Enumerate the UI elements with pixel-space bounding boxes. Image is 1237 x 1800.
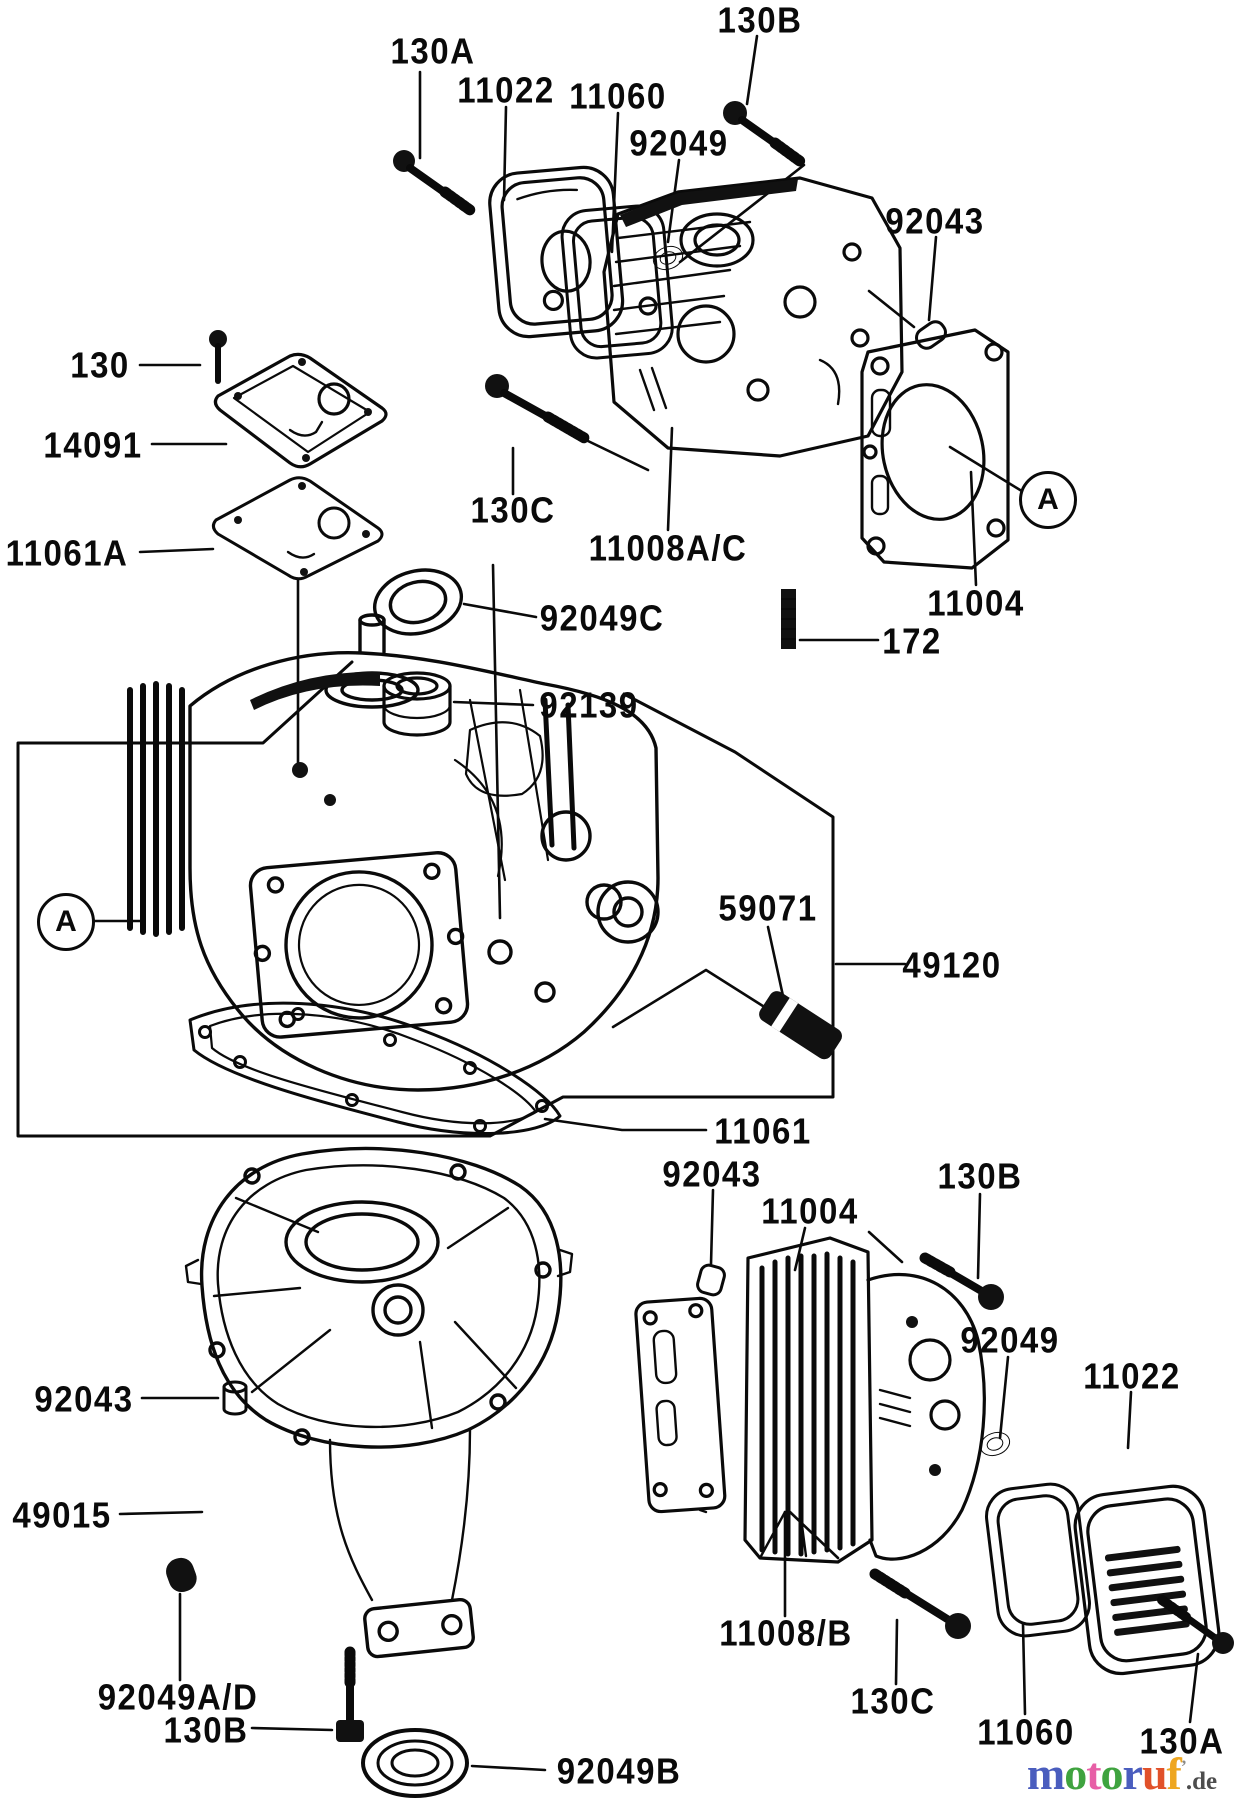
part-label-11022-top[interactable]: 11022 <box>457 69 555 111</box>
part-label-92049-top[interactable]: 92049 <box>629 122 729 164</box>
wm-letter: o <box>1064 1748 1087 1799</box>
bolt-130b-mid <box>919 1252 1004 1310</box>
gasket-11004-top <box>860 328 1010 570</box>
part-label-130c-bottom[interactable]: 130C <box>850 1680 936 1722</box>
gasket-11060-bottom <box>985 1482 1091 1638</box>
seal-92049c <box>372 568 464 636</box>
view-callout-a-left: A <box>37 893 95 951</box>
seal-92049b <box>361 1728 469 1798</box>
part-label-92043-mid[interactable]: 92043 <box>662 1153 762 1195</box>
cylinder-crankcase-49120 <box>127 613 660 1092</box>
wm-letter: m <box>1026 1748 1065 1799</box>
part-label-11008b[interactable]: 11008/B <box>719 1612 853 1654</box>
bolt-130a-bottom <box>1157 1595 1234 1654</box>
part-label-11061a[interactable]: 11061A <box>5 532 129 574</box>
cylinder-head-top <box>602 176 904 458</box>
part-label-130[interactable]: 130 <box>70 344 130 386</box>
wm-domain-suffix: .de <box>1185 1768 1218 1795</box>
part-label-11022-low[interactable]: 11022 <box>1083 1355 1181 1397</box>
part-label-130a-top[interactable]: 130A <box>390 30 476 72</box>
bolt-130b-bottom <box>336 1646 364 1742</box>
part-label-92043-low-left[interactable]: 92043 <box>34 1378 134 1420</box>
part-label-92049-low[interactable]: 92049 <box>960 1319 1060 1361</box>
bolt-130a-top <box>393 150 476 216</box>
washer-92049-lower <box>979 1431 1011 1457</box>
part-label-49120[interactable]: 49120 <box>902 944 1002 986</box>
dowel-59071 <box>759 991 842 1060</box>
wm-letter: o <box>1100 1748 1124 1799</box>
pin-92043-lower-left <box>222 1380 248 1416</box>
plug-92049ad <box>166 1557 197 1593</box>
part-label-11004-low[interactable]: 11004 <box>761 1190 859 1232</box>
wm-letter: t <box>1086 1748 1101 1799</box>
part-label-14091[interactable]: 14091 <box>43 424 143 466</box>
bolt-130c-mid <box>485 374 592 445</box>
bolt-130 <box>209 330 227 384</box>
view-callout-a-right: A <box>1019 471 1077 529</box>
part-label-11060-bottom[interactable]: 11060 <box>977 1711 1075 1753</box>
part-label-11061[interactable]: 11061 <box>714 1110 812 1152</box>
stud-172 <box>781 589 796 649</box>
part-label-130c-mid[interactable]: 130C <box>470 489 556 531</box>
cover-11022-top <box>488 165 625 339</box>
part-label-130a-bottom[interactable]: 130A <box>1139 1720 1225 1762</box>
part-label-172[interactable]: 172 <box>882 620 942 662</box>
wm-letter: u <box>1141 1748 1168 1799</box>
pin-92043-top <box>915 320 947 350</box>
part-label-92043-top[interactable]: 92043 <box>885 200 985 242</box>
part-label-59071[interactable]: 59071 <box>718 887 818 929</box>
part-label-49015[interactable]: 49015 <box>12 1494 112 1536</box>
part-label-11060-top[interactable]: 11060 <box>569 75 667 117</box>
part-label-92049b[interactable]: 92049B <box>556 1750 682 1792</box>
cylinder-head-bottom <box>634 1236 986 1564</box>
part-label-11008ac[interactable]: 11008A/C <box>588 527 748 569</box>
wm-letter: f <box>1166 1748 1182 1799</box>
leader-lines <box>90 34 1200 1772</box>
motoruf-watermark[interactable]: motoruf’.de <box>1027 1751 1217 1797</box>
part-label-11004-top[interactable]: 11004 <box>927 582 1025 624</box>
gasket-11061a <box>211 476 384 581</box>
pin-92043-mid <box>696 1263 726 1297</box>
oil-pan-49015 <box>184 1146 574 1659</box>
part-label-130b-mid[interactable]: 130B <box>937 1155 1023 1197</box>
wm-tick: ’ <box>1180 1756 1187 1777</box>
part-label-92049c[interactable]: 92049C <box>539 597 665 639</box>
wm-letter: r <box>1122 1748 1143 1799</box>
part-label-130b-bottom[interactable]: 130B <box>163 1709 249 1751</box>
gasket-11061 <box>188 1001 562 1135</box>
part-label-92049ad[interactable]: 92049A/D <box>97 1676 259 1718</box>
bolt-130b-top <box>723 101 807 168</box>
cover-14091 <box>213 352 388 469</box>
cover-11022-bottom <box>1073 1484 1221 1676</box>
part-label-92139[interactable]: 92139 <box>539 684 639 726</box>
bolt-130c-bottom <box>869 1568 971 1639</box>
part-label-130b-top[interactable]: 130B <box>717 0 803 41</box>
